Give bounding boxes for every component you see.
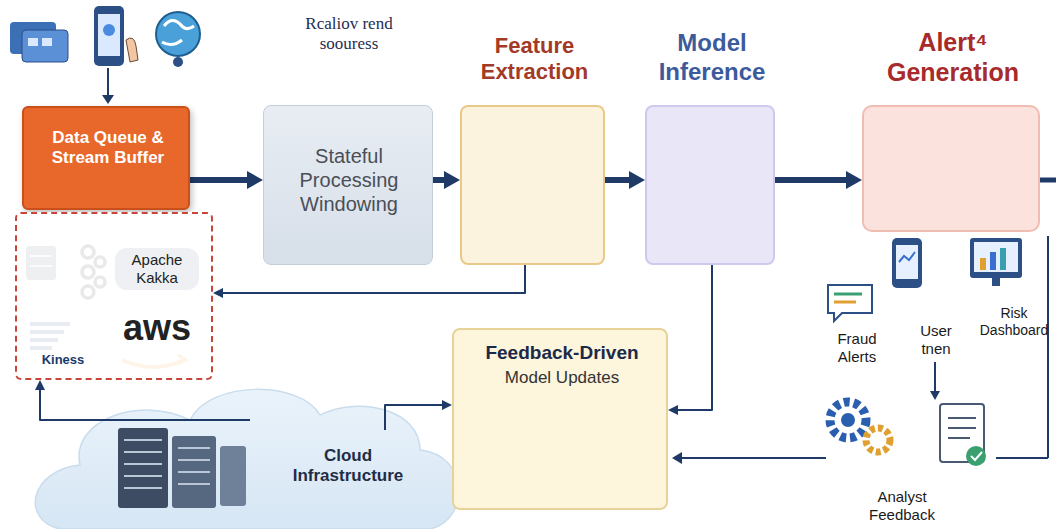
box-body: Model Updates <box>458 368 666 388</box>
stage-heading: Rcaliov rend soouress <box>279 14 419 55</box>
box-title: Feedback-Driven <box>458 342 666 365</box>
server-racks <box>118 428 246 508</box>
connector <box>385 405 442 430</box>
queue-box: Data Queue & Stream Buffer <box>22 106 190 210</box>
connector <box>190 177 247 183</box>
stage-heading: Model Inference <box>637 29 787 87</box>
arrow-head <box>846 171 862 189</box>
source-icons <box>10 6 200 104</box>
box-body: Stateful Processing Windowing <box>284 144 414 216</box>
arrow-head <box>35 380 45 390</box>
logo-label: Apache Kakka <box>115 248 199 290</box>
feedback-box: Feedback-DrivenModel Updates <box>452 328 668 510</box>
output-label: Fraud Alerts <box>824 330 890 366</box>
cloud-region: Cloud Infrastructure <box>250 430 420 510</box>
output-label: Risk Dashboard <box>978 305 1050 339</box>
connector <box>40 390 250 420</box>
arrow-head <box>444 171 460 189</box>
arrow-head <box>442 400 452 410</box>
connector <box>223 265 525 293</box>
device-icons <box>828 238 1022 400</box>
output-label: Analyst Feedback <box>852 488 952 524</box>
logo-label: Kiness <box>31 352 95 368</box>
connector <box>678 265 712 410</box>
arrow-head <box>213 288 223 298</box>
arrow-head <box>629 171 645 189</box>
analyst-icons <box>672 236 1048 466</box>
box-title: Data Queue & Stream Buffer <box>32 128 184 169</box>
connector <box>605 177 629 183</box>
platform-region: Apache Kakka awsKiness <box>15 212 213 380</box>
process-box: Rcaliov rend soouressStateful Processing… <box>263 105 433 265</box>
cloud-shape <box>35 389 459 529</box>
stage-heading: Feature Extraction <box>452 33 617 86</box>
region-title: Cloud Infrastructure <box>286 446 410 487</box>
arrow-head <box>247 171 263 189</box>
process-box: Feature Extraction <box>460 105 605 265</box>
alert-box: Alert⁴ Generation <box>862 105 1040 232</box>
process-box: Model Inference <box>645 105 775 265</box>
connector <box>775 177 846 183</box>
stage-heading: Alert⁴ Generation <box>864 27 1042 87</box>
output-label: User tnen <box>906 322 966 358</box>
logo-label: aws <box>117 310 197 346</box>
arrow-head <box>668 405 678 415</box>
connector <box>433 177 444 183</box>
